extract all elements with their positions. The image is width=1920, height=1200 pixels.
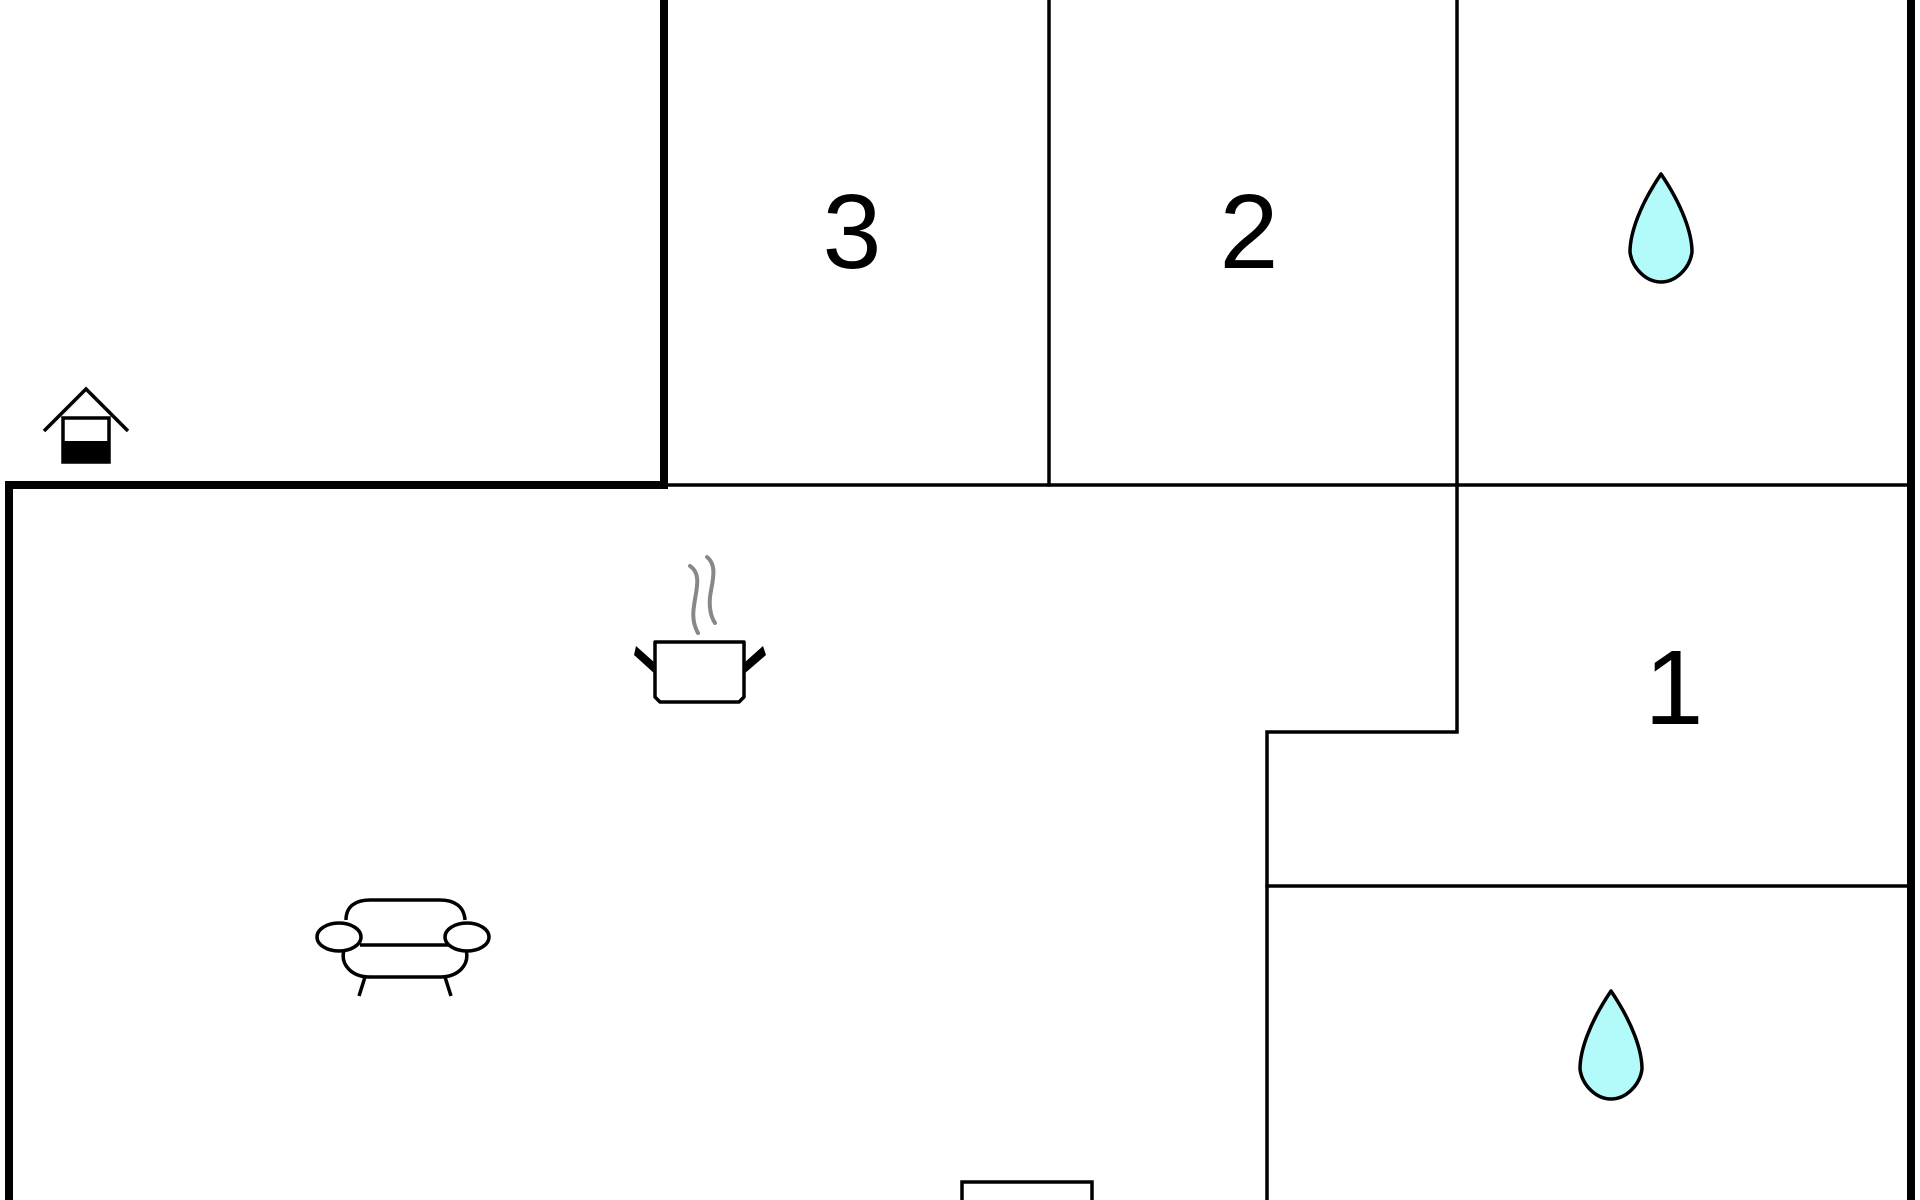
- door-threshold: [960, 1180, 1094, 1200]
- room-label-bedroom-2: 2: [1220, 173, 1279, 291]
- cooking-pot-icon: [634, 555, 766, 704]
- room-label-bedroom-3: 3: [823, 173, 882, 291]
- water-drop-icon: [1628, 172, 1694, 284]
- outer-wall-left: [5, 0, 668, 1200]
- water-drop-icon: [1578, 989, 1644, 1101]
- room-label-bedroom-1: 1: [1645, 629, 1704, 747]
- well-icon: [42, 386, 130, 464]
- wall-bedroom2-bathroom: [1265, 0, 1459, 1200]
- sofa-icon: [315, 898, 491, 997]
- walls: [5, 0, 1915, 1200]
